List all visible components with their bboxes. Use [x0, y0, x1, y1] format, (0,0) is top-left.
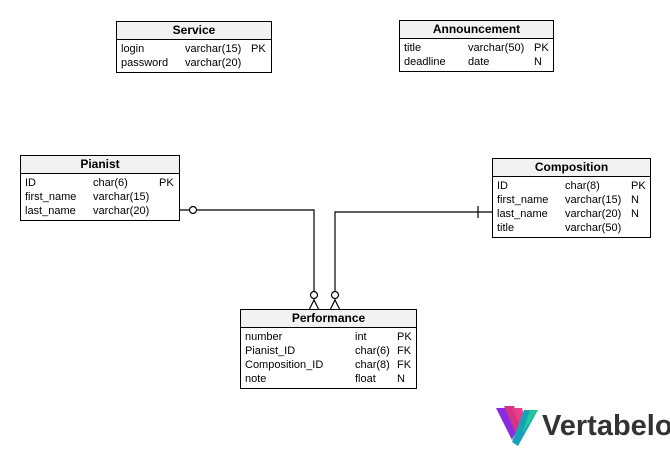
vertabelo-logo: Vertabelo [494, 404, 670, 448]
table-title: Composition [493, 159, 650, 177]
table-pianist[interactable]: Pianist ID char(6) PK first_name varchar(15… [20, 155, 180, 221]
crow-foot-marker [329, 298, 341, 311]
composition-performance-relationship [329, 206, 492, 311]
pianist-performance-relationship [179, 205, 320, 311]
column-name: title [404, 42, 422, 54]
column-type: varchar(15) [565, 194, 622, 206]
column-type: varchar(50) [468, 42, 525, 54]
column-name: ID [497, 180, 508, 192]
column-name: ID [25, 177, 36, 189]
column-row: Pianist_ID char(6) FK [245, 344, 412, 358]
column-flag: FK [397, 345, 412, 357]
table-service[interactable]: Service login varchar(15) PK password varch… [116, 21, 272, 73]
column-name: deadline [404, 56, 446, 68]
column-type: varchar(15) [185, 43, 242, 55]
table-title: Service [117, 22, 271, 40]
column-row: ID char(6) PK [25, 176, 175, 190]
column-name: password [121, 57, 169, 69]
column-row: first_name varchar(15) [25, 190, 175, 204]
zero-optional-marker [188, 205, 198, 215]
column-name: title [497, 222, 515, 234]
column-row: title varchar(50) [497, 221, 646, 235]
column-flag: PK [251, 43, 266, 55]
column-name: first_name [497, 194, 549, 206]
column-flag: PK [397, 331, 412, 343]
column-row: last_name varchar(20) [25, 204, 175, 218]
zero-optional-marker [309, 290, 319, 300]
column-row: title varchar(50) PK [404, 41, 549, 55]
column-name: Composition_ID [245, 359, 324, 371]
column-row: ID char(8) PK [497, 179, 646, 193]
crow-foot-marker [308, 298, 320, 311]
column-name: note [245, 373, 267, 385]
column-flag: N [397, 373, 405, 385]
column-row: password varchar(20) [121, 56, 267, 70]
table-title: Pianist [21, 156, 179, 174]
table-announcement[interactable]: Announcement title varchar(50) PK deadline… [399, 20, 554, 72]
column-type: char(6) [355, 345, 390, 357]
column-type: char(8) [565, 180, 600, 192]
column-flag: N [534, 56, 542, 68]
column-row: number int PK [245, 330, 412, 344]
column-type: int [355, 331, 367, 343]
column-type: varchar(20) [185, 57, 242, 69]
column-type: float [355, 373, 376, 385]
column-row: Composition_ID char(8) FK [245, 358, 412, 372]
table-title: Announcement [400, 21, 553, 39]
column-row: deadline date N [404, 55, 549, 69]
column-type: varchar(15) [93, 191, 150, 203]
column-flag: N [631, 194, 639, 206]
column-row: note float N [245, 372, 412, 386]
column-row: first_name varchar(15) N [497, 193, 646, 207]
column-name: login [121, 43, 145, 55]
vertabelo-logo-text: Vertabelo [542, 410, 670, 442]
column-type: char(6) [93, 177, 128, 189]
column-name: number [245, 331, 283, 343]
column-row: login varchar(15) PK [121, 42, 267, 56]
column-row: last_name varchar(20) N [497, 207, 646, 221]
column-type: varchar(20) [93, 205, 150, 217]
column-flag: PK [159, 177, 174, 189]
column-name: first_name [25, 191, 77, 203]
column-type: varchar(20) [565, 208, 622, 220]
table-performance[interactable]: Performance number int PK Pianist_ID char(6… [240, 309, 417, 389]
column-name: last_name [497, 208, 548, 220]
table-title: Performance [241, 310, 416, 328]
column-name: last_name [25, 205, 76, 217]
column-flag: FK [397, 359, 412, 371]
column-flag: N [631, 208, 639, 220]
column-type: char(8) [355, 359, 390, 371]
vertabelo-logo-icon [496, 406, 538, 446]
column-type: varchar(50) [565, 222, 622, 234]
zero-optional-marker [330, 290, 340, 300]
column-type: date [468, 56, 490, 68]
column-name: Pianist_ID [245, 345, 296, 357]
column-flag: PK [534, 42, 549, 54]
column-flag: PK [631, 180, 646, 192]
